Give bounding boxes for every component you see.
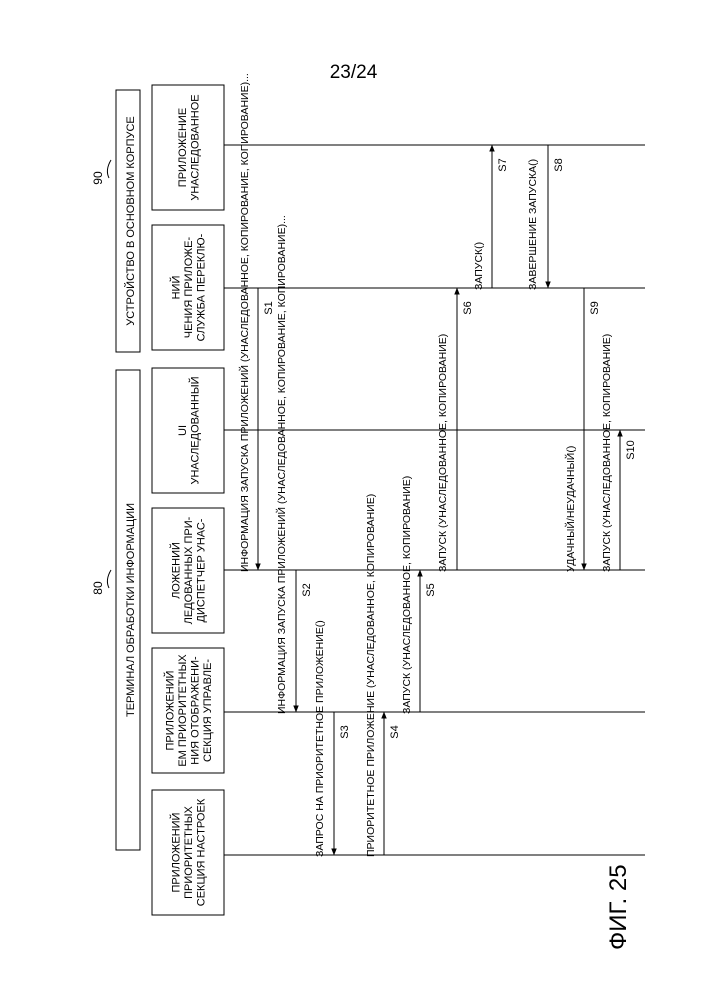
message-label-s5: ЗАПУСК (УНАСЛЕДОВАННОЕ, КОПИРОВАНИЕ) [401,476,413,714]
step-label-s8: S8 [553,158,565,171]
step-label-s9: S9 [589,301,601,314]
lane-label-line: НИЙ [170,276,183,300]
step-label-s3: S3 [339,725,351,738]
lane-label-line: ПРИЛОЖЕНИЕ [177,108,189,187]
group-ref-leader [107,160,111,178]
group-title-info-terminal: ТЕРМИНАЛ ОБРАБОТКИ ИНФОРМАЦИИ [125,503,137,717]
message-label-s1: ИНФОРМАЦИЯ ЗАПУСКА ПРИЛОЖЕНИЙ (УНАСЛЕДОВ… [238,73,251,572]
step-label-s7: S7 [497,158,509,171]
message-label-s4: ПРИОРИТЕТНОЕ ПРИЛОЖЕНИЕ (УНАСЛЕДОВАННОЕ,… [365,494,377,857]
message-label-s2: ИНФОРМАЦИЯ ЗАПУСКА ПРИЛОЖЕНИЙ (УНАСЛЕДОВ… [275,215,288,714]
lane-label-line: СЛУЖБА ПЕРЕКЛЮ- [196,233,208,341]
message-label-s9: УДАЧНЫЙ/НЕУДАЧНЫЙ() [564,446,577,572]
group-ref-80: 80 [91,581,105,595]
lane-label-line: ДИСПЕТЧЕР УНАС- [196,518,208,622]
figure-label: ФИГ. 25 [605,864,632,950]
message-label-s6: ЗАПУСК (УНАСЛЕДОВАННОЕ, КОПИРОВАНИЕ) [437,334,449,572]
lane-label-line: ПРИОРИТЕТНЫХ [183,805,195,898]
lane-label-line: НИЯ ОТОБРАЖЕНИ- [189,656,201,765]
lane-label-line: СЕКЦИЯ НАСТРОЕК [196,798,208,906]
lane-label-line: УНАСЛЕДОВАННОЕ [189,94,201,200]
lane-label-line: СЕКЦИЯ УПРАВЛЕ- [202,659,214,762]
lane-label-line: ПРИЛОЖЕНИЙ [170,813,183,893]
step-label-s2: S2 [301,583,313,596]
lane-label-line: ЛОЖЕНИЙ [170,542,183,599]
group-title-main-unit: УСТРОЙСТВО В ОСНОВНОМ КОРПУСЕ [124,116,137,326]
lane-label-line: ПРИЛОЖЕНИЙ [163,671,176,751]
message-label-s7: ЗАПУСК() [473,242,485,290]
step-label-s4: S4 [389,725,401,738]
message-label-s3: ЗАПРОС НА ПРИОРИТЕТНОЕ ПРИЛОЖЕНИЕ() [314,620,326,857]
step-label-s6: S6 [462,301,474,314]
group-ref-90: 90 [91,171,105,185]
lane-label-line: УНАСЛЕДОВАННЫЙ [188,376,201,484]
step-label-s10: S10 [625,440,637,460]
step-label-s1: S1 [263,301,275,314]
lane-label-line: ЧЕНИЯ ПРИЛОЖЕ- [183,236,195,338]
lane-label-line: ЕМ ПРИОРИТЕТНЫХ [177,654,189,767]
lane-label-line: ЛЕДОВАННЫХ ПРИ- [183,516,195,624]
message-label-s8: ЗАВЕРШЕНИЕ ЗАПУСКА() [527,159,539,290]
message-label-s10: ЗАПУСК (УНАСЛЕДОВАННОЕ, КОПИРОВАНИЕ) [601,334,613,572]
lane-label-line: UI [177,425,189,436]
step-label-s5: S5 [425,583,437,596]
group-ref-leader [107,570,111,588]
